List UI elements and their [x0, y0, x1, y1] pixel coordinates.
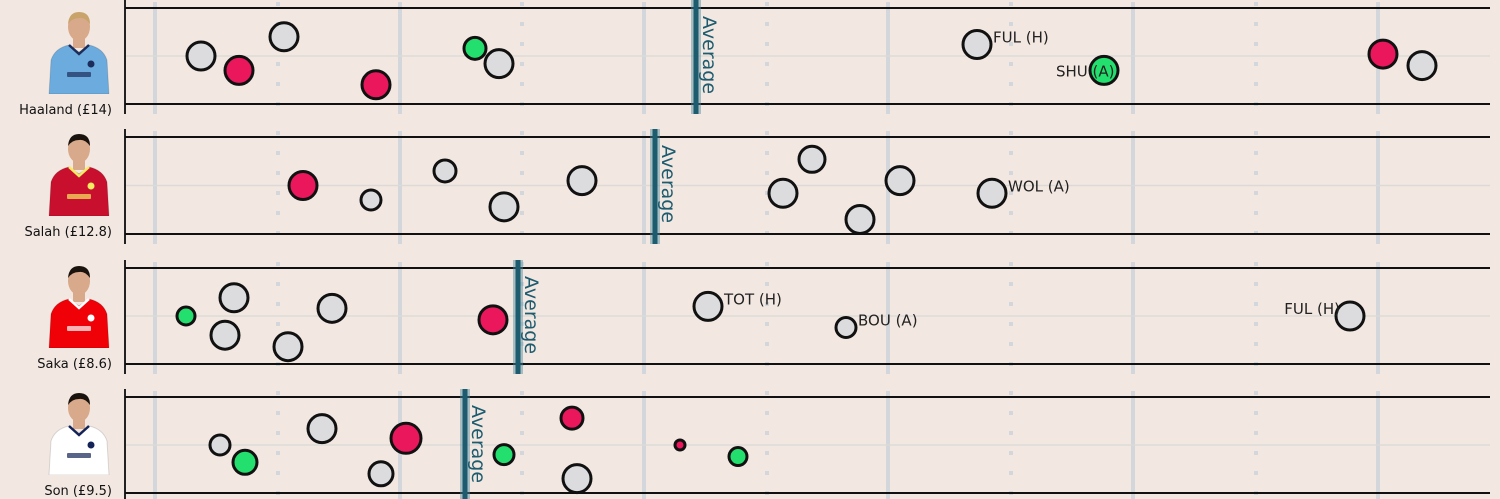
data-point — [483, 48, 515, 80]
hair — [68, 393, 90, 405]
data-point — [1088, 54, 1120, 86]
player-label: Saka (£8.6) — [37, 357, 112, 372]
badge — [87, 182, 95, 190]
city-kit-portrait — [48, 12, 110, 94]
player-haaland: Haaland (£14) — [0, 8, 122, 118]
data-point — [1406, 50, 1438, 82]
data-point — [559, 405, 585, 431]
point-label: FUL (H) — [1284, 300, 1340, 318]
data-point — [462, 35, 488, 61]
data-point — [223, 54, 255, 86]
player-saka: Saka (£8.6) — [0, 262, 122, 372]
data-point — [287, 170, 319, 201]
data-point — [231, 448, 259, 476]
sponsor — [67, 194, 91, 199]
data-point — [367, 460, 395, 488]
data-point — [209, 319, 241, 351]
data-point — [218, 282, 250, 314]
data-point — [477, 304, 509, 336]
data-point — [272, 331, 304, 363]
data-point — [976, 177, 1008, 209]
neck — [73, 160, 85, 170]
average-label: Average — [657, 145, 679, 223]
sponsor — [67, 453, 91, 458]
point-label: BOU (A) — [858, 312, 918, 330]
data-point — [316, 292, 348, 324]
data-point — [767, 177, 799, 209]
data-point — [360, 69, 392, 101]
data-point — [884, 165, 916, 197]
data-point — [673, 438, 687, 452]
average-label: Average — [467, 405, 489, 483]
data-point — [389, 421, 423, 455]
badge — [87, 314, 95, 322]
collar — [68, 166, 90, 178]
data-point — [834, 316, 858, 340]
hair — [68, 266, 90, 278]
head — [68, 13, 90, 41]
average-label: Average — [520, 276, 542, 354]
data-point — [1367, 38, 1399, 70]
data-point — [1334, 300, 1366, 332]
neck — [73, 419, 85, 429]
badge — [87, 60, 95, 68]
data-point — [961, 28, 993, 60]
point-label: FUL (H) — [993, 28, 1049, 46]
badge — [87, 441, 95, 449]
data-point — [306, 413, 338, 445]
average-label: Average — [698, 16, 720, 94]
collar — [68, 44, 90, 56]
arsenal-kit-portrait — [48, 266, 110, 348]
data-point — [797, 144, 827, 174]
data-point — [175, 305, 197, 327]
player-son: Son (£9.5) — [0, 389, 122, 499]
sponsor — [67, 72, 91, 77]
hair — [68, 12, 90, 24]
data-point — [268, 21, 300, 53]
neck — [73, 38, 85, 48]
hair — [68, 134, 90, 146]
panel-0: Average FUL (H) SHU (A) — [124, 0, 1490, 114]
data-point — [727, 446, 749, 468]
player-salah: Salah (£12.8) — [0, 130, 122, 240]
data-point — [359, 188, 383, 212]
collar — [68, 425, 90, 437]
head — [68, 394, 90, 422]
data-point — [492, 443, 516, 467]
data-point — [432, 158, 458, 184]
data-point — [208, 433, 232, 457]
data-point — [692, 290, 724, 322]
data-point — [566, 165, 598, 197]
data-point — [561, 463, 593, 495]
player-label: Salah (£12.8) — [24, 225, 112, 240]
data-point — [185, 40, 217, 72]
neck — [73, 292, 85, 302]
player-label: Son (£9.5) — [44, 484, 112, 499]
spurs-kit-portrait — [48, 393, 110, 475]
collar — [68, 298, 90, 310]
panel-1: Average WOL (A) — [124, 129, 1490, 244]
point-label: SHU (A) — [1056, 62, 1115, 80]
data-point — [844, 203, 876, 235]
point-label: WOL (A) — [1008, 177, 1070, 195]
panel-2: Average TOT (H) BOU (A) FUL (H) — [124, 260, 1490, 374]
data-point — [488, 191, 520, 223]
point-label: TOT (H) — [723, 290, 782, 308]
head — [68, 135, 90, 163]
sponsor — [67, 326, 91, 331]
player-label: Haaland (£14) — [19, 103, 112, 118]
panel-3: Average — [124, 389, 1490, 499]
head — [68, 267, 90, 295]
liverpool-kit-portrait — [48, 134, 110, 216]
